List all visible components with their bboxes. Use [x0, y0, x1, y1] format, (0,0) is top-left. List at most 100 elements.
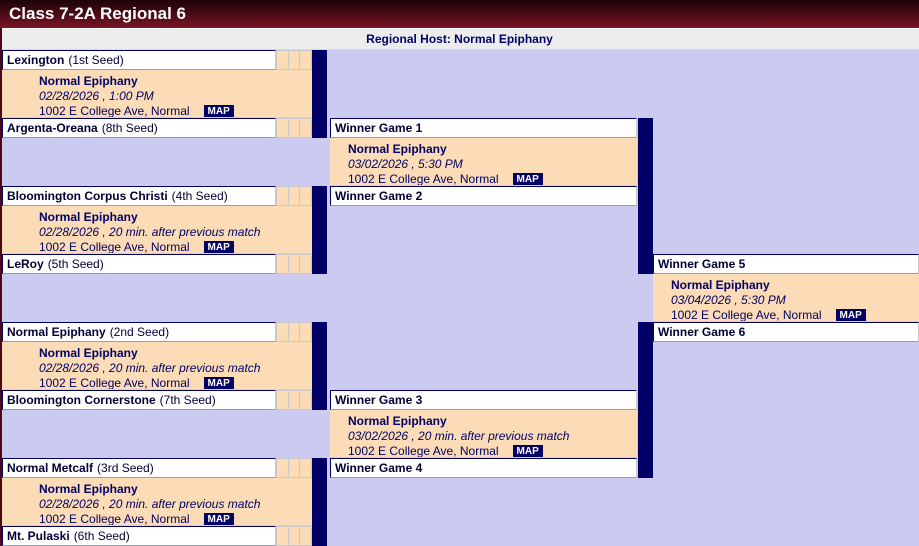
score-cell — [276, 526, 289, 546]
score-cell — [288, 322, 301, 342]
score-cell — [276, 118, 289, 138]
game-datetime: 03/04/2026 , 5:30 PM — [671, 293, 786, 307]
team-seed: (8th Seed) — [101, 121, 158, 135]
score-cell — [288, 50, 301, 70]
score-cell — [300, 322, 313, 342]
score-cell — [276, 254, 289, 274]
score-cell — [276, 458, 289, 478]
game-site: Normal Epiphany — [39, 74, 138, 88]
score-cell — [288, 390, 301, 410]
game6-info: Normal Epiphany 03/02/2026 , 20 min. aft… — [330, 410, 637, 458]
score-cell — [300, 254, 313, 274]
winner-label: Winner Game 1 — [335, 121, 423, 135]
team-slot-normal-epiphany: Normal Epiphany(2nd Seed) — [2, 322, 276, 342]
game3-info: Normal Epiphany 02/28/2026 , 20 min. aft… — [2, 342, 312, 390]
winner-label: Winner Game 2 — [335, 189, 423, 203]
team-name: Bloomington Corpus Christi — [7, 189, 168, 203]
team-slot-argenta-oreana: Argenta-Oreana(8th Seed) — [2, 118, 276, 138]
team-slot-bloomington-corpus-christi: Bloomington Corpus Christi(4th Seed) — [2, 186, 276, 206]
winner-label: Winner Game 3 — [335, 393, 423, 407]
score-cell — [300, 118, 313, 138]
score-cell — [276, 390, 289, 410]
winner-label: Winner Game 5 — [658, 257, 746, 271]
team-name: Normal Epiphany — [7, 325, 106, 339]
bracket-connector — [638, 118, 653, 274]
score-cells — [276, 458, 313, 478]
game-datetime: 03/02/2026 , 5:30 PM — [348, 157, 463, 171]
map-badge[interactable]: MAP — [512, 173, 543, 185]
game-site: Normal Epiphany — [348, 142, 447, 156]
bracket-connector — [312, 458, 327, 546]
game-site: Normal Epiphany — [39, 210, 138, 224]
bracket-area: Lexington(1st Seed) Argenta-Oreana(8th S… — [0, 50, 919, 546]
score-cell — [276, 186, 289, 206]
game4-info: Normal Epiphany 02/28/2026 , 20 min. aft… — [2, 478, 312, 526]
bracket-connector — [312, 186, 327, 274]
game-datetime: 02/28/2026 , 20 min. after previous matc… — [39, 361, 261, 375]
score-cell — [276, 50, 289, 70]
score-cell — [300, 526, 313, 546]
score-cell — [276, 322, 289, 342]
team-seed: (3rd Seed) — [97, 461, 154, 475]
map-badge[interactable]: MAP — [203, 241, 234, 253]
score-cells — [276, 118, 313, 138]
score-cells — [276, 526, 313, 546]
score-cells — [276, 186, 313, 206]
bracket-connector — [312, 322, 327, 410]
team-slot-normal-metcalf: Normal Metcalf(3rd Seed) — [2, 458, 276, 478]
map-badge[interactable]: MAP — [203, 105, 234, 117]
team-seed: (6th Seed) — [73, 529, 130, 543]
game-address: 1002 E College Ave, Normal — [348, 172, 499, 186]
game-address: 1002 E College Ave, Normal — [39, 376, 190, 390]
game-site: Normal Epiphany — [671, 278, 770, 292]
winner-game-3-slot: Winner Game 3 — [330, 390, 637, 410]
page-title: Class 7-2A Regional 6 — [0, 0, 919, 28]
game-address: 1002 E College Ave, Normal — [348, 444, 499, 458]
game-datetime: 02/28/2026 , 20 min. after previous matc… — [39, 497, 261, 511]
team-seed: (1st Seed) — [68, 53, 124, 67]
game-site: Normal Epiphany — [39, 346, 138, 360]
winner-label: Winner Game 4 — [335, 461, 423, 475]
team-name: Normal Metcalf — [7, 461, 94, 475]
winner-game-4-slot: Winner Game 4 — [330, 458, 637, 478]
score-cell — [288, 526, 301, 546]
game-datetime: 02/28/2026 , 20 min. after previous matc… — [39, 225, 261, 239]
game5-info: Normal Epiphany 03/02/2026 , 5:30 PM 100… — [330, 138, 637, 186]
score-cells — [276, 390, 313, 410]
map-badge[interactable]: MAP — [203, 377, 234, 389]
map-badge[interactable]: MAP — [203, 513, 234, 525]
team-seed: (4th Seed) — [171, 189, 228, 203]
score-cells — [276, 50, 313, 70]
score-cell — [288, 458, 301, 478]
regional-host-text: Regional Host: Normal Epiphany — [366, 32, 553, 46]
team-slot-bloomington-cornerstone: Bloomington Cornerstone(7th Seed) — [2, 390, 276, 410]
game-datetime: 02/28/2026 , 1:00 PM — [39, 89, 154, 103]
map-badge[interactable]: MAP — [512, 445, 543, 457]
team-name: Bloomington Cornerstone — [7, 393, 156, 407]
team-seed: (5th Seed) — [47, 257, 104, 271]
score-cell — [300, 186, 313, 206]
team-slot-mt-pulaski: Mt. Pulaski(6th Seed) — [2, 526, 276, 546]
game-address: 1002 E College Ave, Normal — [39, 240, 190, 254]
score-cells — [276, 322, 313, 342]
game-address: 1002 E College Ave, Normal — [671, 308, 822, 322]
score-cells — [276, 254, 313, 274]
game2-info: Normal Epiphany 02/28/2026 , 20 min. aft… — [2, 206, 312, 254]
winner-label: Winner Game 6 — [658, 325, 746, 339]
winner-game-6-slot: Winner Game 6 — [653, 322, 919, 342]
score-cell — [288, 254, 301, 274]
team-slot-leroy: LeRoy(5th Seed) — [2, 254, 276, 274]
team-name: Lexington — [7, 53, 65, 67]
bracket-connector — [312, 50, 327, 138]
bracket-connector — [638, 322, 653, 478]
map-badge[interactable]: MAP — [835, 309, 866, 321]
score-cell — [300, 390, 313, 410]
game-datetime: 03/02/2026 , 20 min. after previous matc… — [348, 429, 570, 443]
championship-info: Normal Epiphany 03/04/2026 , 5:30 PM 100… — [653, 274, 919, 322]
team-name: Mt. Pulaski — [7, 529, 70, 543]
winner-game-1-slot: Winner Game 1 — [330, 118, 637, 138]
game-address: 1002 E College Ave, Normal — [39, 104, 190, 118]
score-cell — [288, 186, 301, 206]
game-site: Normal Epiphany — [39, 482, 138, 496]
